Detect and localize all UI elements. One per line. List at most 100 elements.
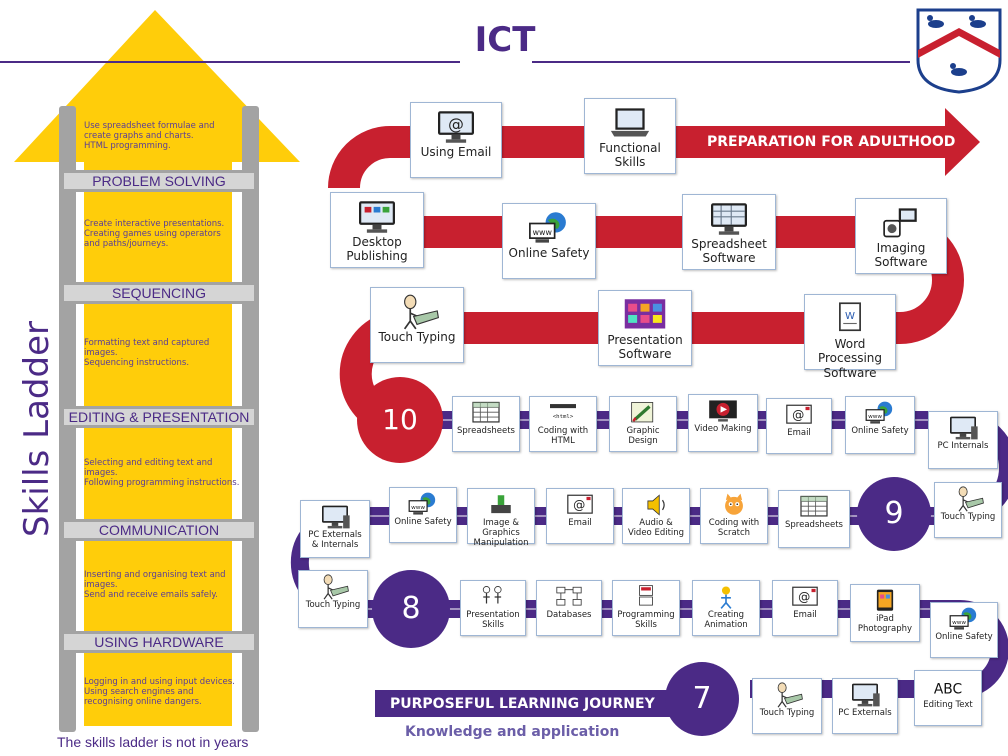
card-label: Audio & Video Editing xyxy=(627,518,685,539)
level-communication-description: Inserting and organising text and images… xyxy=(84,570,226,600)
level-using-hardware-description: Logging in and using input devices. Usin… xyxy=(84,677,235,707)
purposeful-learning-journey-label: PURPOSEFUL LEARNING JOURNEY xyxy=(390,696,655,712)
grid-icon xyxy=(469,400,503,426)
card-functional-skills: Functional Skills xyxy=(584,98,676,174)
level-using-hardware: USING HARDWARE xyxy=(64,634,254,650)
svg-text:www: www xyxy=(533,228,553,237)
svg-text:W: W xyxy=(845,311,855,322)
card-label: Email xyxy=(787,428,811,438)
card-word-processing-software: W Word Processing Software xyxy=(804,294,896,380)
abc-icon: ABC xyxy=(931,674,965,700)
skills-ladder-label: Skills Ladder xyxy=(17,321,57,537)
card-using-email: @Using Email xyxy=(410,102,502,178)
level-problem-solving-description: Create interactive presentations. Creati… xyxy=(84,219,225,249)
card-label: Touch Typing xyxy=(940,512,996,522)
people-icon xyxy=(476,584,510,610)
speaker-icon xyxy=(639,492,673,518)
card-label: Online Safety xyxy=(851,426,909,436)
card-editing-text-7: ABC Editing Text xyxy=(914,670,982,726)
person-keyboard-icon xyxy=(316,574,350,600)
svg-text:@: @ xyxy=(792,408,804,422)
card-label: Touch Typing xyxy=(378,330,456,344)
card-coding-html-10: <html>Coding with HTML xyxy=(529,396,597,452)
card-label: Word Processing Software xyxy=(817,337,883,380)
at-icon: @ xyxy=(782,402,816,428)
laptop-icon xyxy=(607,105,653,141)
card-label: Desktop Publishing xyxy=(346,235,408,264)
level-communication: COMMUNICATION xyxy=(64,522,254,538)
svg-text:ABC: ABC xyxy=(934,682,962,698)
card-video-making-10: Video Making xyxy=(688,394,758,452)
card-touch-typing-7: Touch Typing xyxy=(752,678,822,734)
card-label: Functional Skills xyxy=(599,141,661,170)
level-problem-solving: PROBLEM SOLVING xyxy=(64,173,254,189)
slides-icon xyxy=(622,297,668,333)
person-keyboard-icon xyxy=(951,486,985,512)
at-icon: @ xyxy=(788,584,822,610)
card-label: Touch Typing xyxy=(305,600,361,610)
card-label: Programming Skills xyxy=(617,610,675,631)
card-ipad-photography-8: iPad Photography xyxy=(850,584,920,642)
document-icon: W xyxy=(827,301,873,337)
card-label: Online Safety xyxy=(508,246,590,260)
ladder-footnote: The skills ladder is not in years xyxy=(57,734,249,750)
card-label: iPad Photography xyxy=(857,614,913,635)
level-sequencing-description: Formatting text and captured images. Seq… xyxy=(84,338,210,368)
card-label: PC Externals & Internals xyxy=(308,530,362,551)
card-presentation-skills-8: Presentation Skills xyxy=(460,580,526,636)
knowledge-application-label: Knowledge and application xyxy=(405,724,620,740)
card-label: Online Safety xyxy=(394,517,452,527)
card-label: Databases xyxy=(546,610,592,620)
card-databases-8: Databases xyxy=(536,580,602,636)
monitor-grid-icon xyxy=(706,201,752,237)
card-label: Email xyxy=(793,610,817,620)
card-coding-scratch-9: Coding with Scratch xyxy=(700,488,768,544)
person-keyboard-icon xyxy=(770,682,804,708)
card-label: Editing Text xyxy=(923,700,973,710)
school-crest-logo xyxy=(916,8,1002,94)
level-editing-presentation: EDITING & PRESENTATION xyxy=(64,409,254,425)
svg-text:www: www xyxy=(952,620,966,626)
card-touch-typing-8: Touch Typing xyxy=(298,570,368,628)
person-keyboard-icon xyxy=(394,294,440,330)
monitor-icon xyxy=(354,199,400,235)
card-image-graphics-9: Image & Graphics Manipulation xyxy=(467,488,535,548)
globe-www-icon: www xyxy=(526,210,572,246)
card-label: Coding with Scratch xyxy=(708,518,760,539)
globe-www-icon: www xyxy=(406,491,440,517)
card-label: Spreadsheets xyxy=(785,520,843,530)
year-10-circle: 10 xyxy=(357,377,443,463)
card-label: Presentation Skills xyxy=(466,610,520,631)
card-pc-externals-internals-9: PC Externals & Internals xyxy=(300,500,370,558)
year-9-circle: 9 xyxy=(857,477,931,551)
svg-text:www: www xyxy=(868,414,882,420)
card-label: Spreadsheet Software xyxy=(691,237,767,266)
svg-text:www: www xyxy=(411,505,425,511)
year-8-circle: 8 xyxy=(372,570,450,648)
card-label: Using Email xyxy=(420,145,492,159)
card-pc-externals-7: PC Externals xyxy=(832,678,898,734)
computer-icon xyxy=(946,415,980,441)
card-programming-skills-8: Programming Skills xyxy=(612,580,680,636)
ladder-top-description: Use spreadsheet formulae and create grap… xyxy=(84,121,215,151)
database-icon xyxy=(552,584,586,610)
program-icon xyxy=(629,584,663,610)
printer-icon xyxy=(484,492,518,518)
card-email-8: @Email xyxy=(772,580,838,636)
globe-www-icon: www xyxy=(863,400,897,426)
card-graphic-design-10: Graphic Design xyxy=(609,396,677,452)
tablet-icon xyxy=(868,588,902,614)
card-audio-video-9: Audio & Video Editing xyxy=(622,488,690,544)
card-label: Coding with HTML xyxy=(537,426,589,447)
grid-icon xyxy=(797,494,831,520)
card-spreadsheet-software: Spreadsheet Software xyxy=(682,194,776,270)
at-icon: @ xyxy=(563,492,597,518)
card-imaging-software: Imaging Software xyxy=(855,198,947,274)
card-label: PC Internals xyxy=(937,441,989,451)
card-spreadsheets-9: Spreadsheets xyxy=(778,490,850,548)
card-label: Imaging Software xyxy=(874,241,928,270)
